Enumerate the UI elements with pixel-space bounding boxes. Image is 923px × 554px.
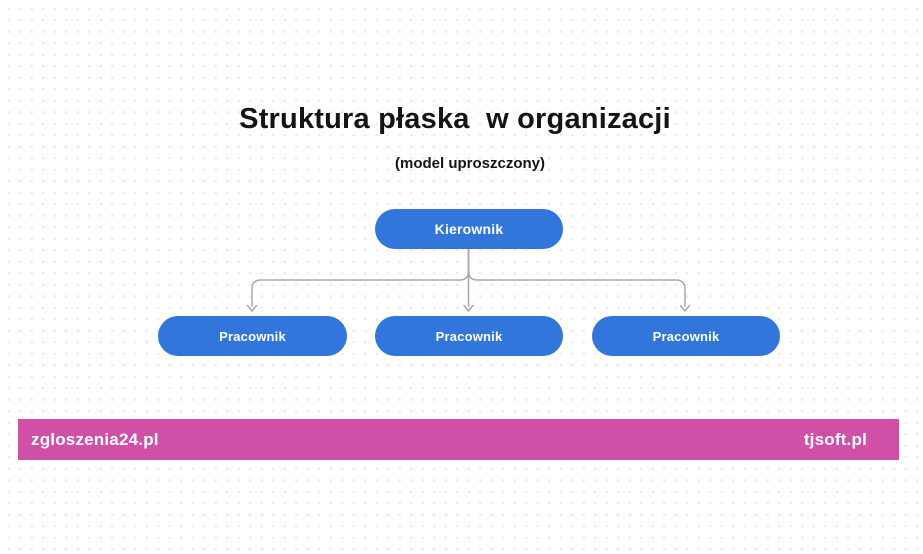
connector-right xyxy=(467,248,686,307)
page-subtitle: (model uproszczony) xyxy=(394,155,545,172)
arrowhead-left-icon xyxy=(246,304,258,312)
org-node-pracownik-1-label: Pracownik xyxy=(219,328,286,344)
arrowhead-center-icon xyxy=(463,304,474,312)
org-node-pracownik-3-label: Pracownik xyxy=(652,328,720,344)
footer-left-site-label: zgloszenia24.pl xyxy=(31,429,159,449)
org-node-kierownik-label: Kierownik xyxy=(434,221,504,237)
org-node-pracownik-2: Pracownik xyxy=(375,316,563,356)
page-title: Struktura płaska w organizacji xyxy=(239,103,671,135)
org-node-pracownik-1: Pracownik xyxy=(158,316,347,356)
footer-right-site-label: tjsoft.pl xyxy=(803,429,867,449)
org-node-kierownik: Kierownik xyxy=(375,209,563,249)
org-node-pracownik-2-label: Pracownik xyxy=(435,328,503,344)
org-node-pracownik-3: Pracownik xyxy=(592,316,780,356)
connector-left xyxy=(251,248,470,307)
footer-banner: zgloszenia24.pl tjsoft.pl xyxy=(18,419,899,460)
arrowhead-right-icon xyxy=(679,304,691,312)
